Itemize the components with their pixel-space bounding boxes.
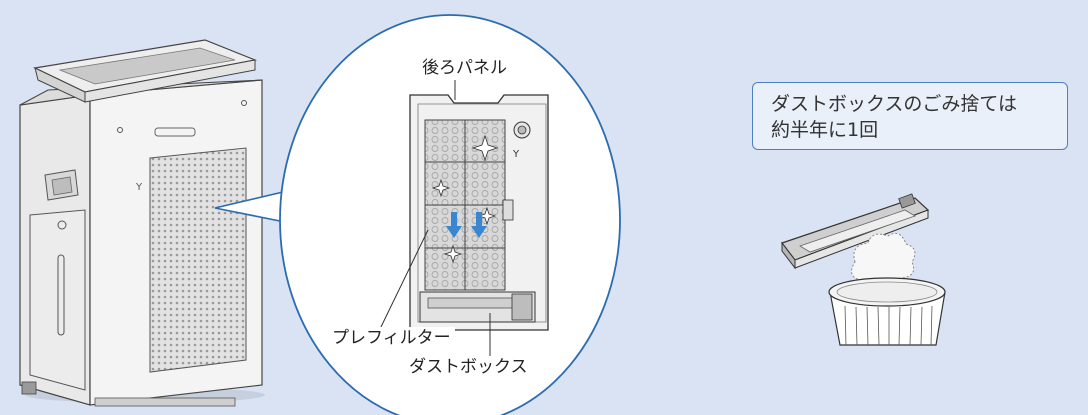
leader-lines bbox=[379, 80, 491, 357]
note-line-2: 約半年に1回 bbox=[771, 119, 879, 141]
prefilter-panel-illustration: Y bbox=[409, 94, 549, 331]
dust-box-illustration bbox=[781, 193, 930, 270]
svg-text:Y: Y bbox=[135, 182, 143, 193]
dust-box-label: ダストボックス bbox=[405, 356, 532, 378]
prefilter-label: プレフィルター bbox=[328, 327, 455, 349]
note-box: ダストボックスのごみ捨ては 約半年に1回 bbox=[752, 82, 1068, 150]
down-arrow-icon bbox=[446, 212, 462, 238]
back-panel-label: 後ろパネル bbox=[418, 57, 511, 79]
trash-bin-illustration bbox=[828, 277, 946, 346]
air-purifier-illustration: Y bbox=[19, 39, 265, 407]
note-line-1: ダストボックスのごみ捨ては bbox=[771, 93, 1018, 115]
down-arrow-icon bbox=[471, 212, 487, 238]
svg-text:Y: Y bbox=[512, 149, 520, 160]
